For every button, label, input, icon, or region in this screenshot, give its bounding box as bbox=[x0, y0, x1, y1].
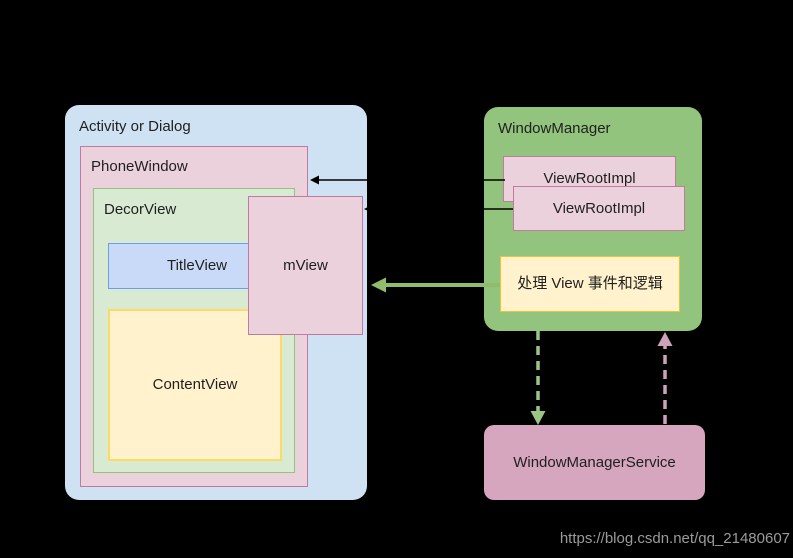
arrow-wms-to-windowmanager-icon bbox=[657, 332, 673, 424]
arrow-windowmanager-to-wms-icon bbox=[530, 331, 546, 425]
arrow-handle-logic-to-mview-icon bbox=[371, 277, 500, 293]
view-root-impl-front-box: ViewRootImpl bbox=[513, 186, 685, 231]
decor-view-label: DecorView bbox=[104, 201, 177, 218]
window-manager-service-label: WindowManagerService bbox=[513, 453, 676, 471]
m-view-label: mView bbox=[283, 256, 328, 274]
phone-window-label: PhoneWindow bbox=[91, 158, 188, 175]
handle-view-logic-label: 处理 View 事件和逻辑 bbox=[517, 275, 663, 292]
content-view-label: ContentView bbox=[152, 376, 238, 393]
window-manager-label: WindowManager bbox=[498, 120, 611, 137]
view-root-impl-back-box: ViewRootImpl bbox=[503, 156, 676, 202]
window-manager-service-box: WindowManagerService bbox=[484, 425, 705, 500]
activity-or-dialog-label: Activity or Dialog bbox=[79, 118, 191, 135]
m-view-box: mView bbox=[248, 196, 363, 335]
view-root-impl-back-label: ViewRootImpl bbox=[543, 170, 636, 187]
watermark-url: https://blog.csdn.net/qq_21480607 bbox=[559, 530, 790, 547]
view-root-impl-front-label: ViewRootImpl bbox=[552, 199, 646, 217]
handle-view-logic-box: 处理 View 事件和逻辑 bbox=[500, 256, 680, 312]
title-view-label: TitleView bbox=[166, 257, 228, 274]
